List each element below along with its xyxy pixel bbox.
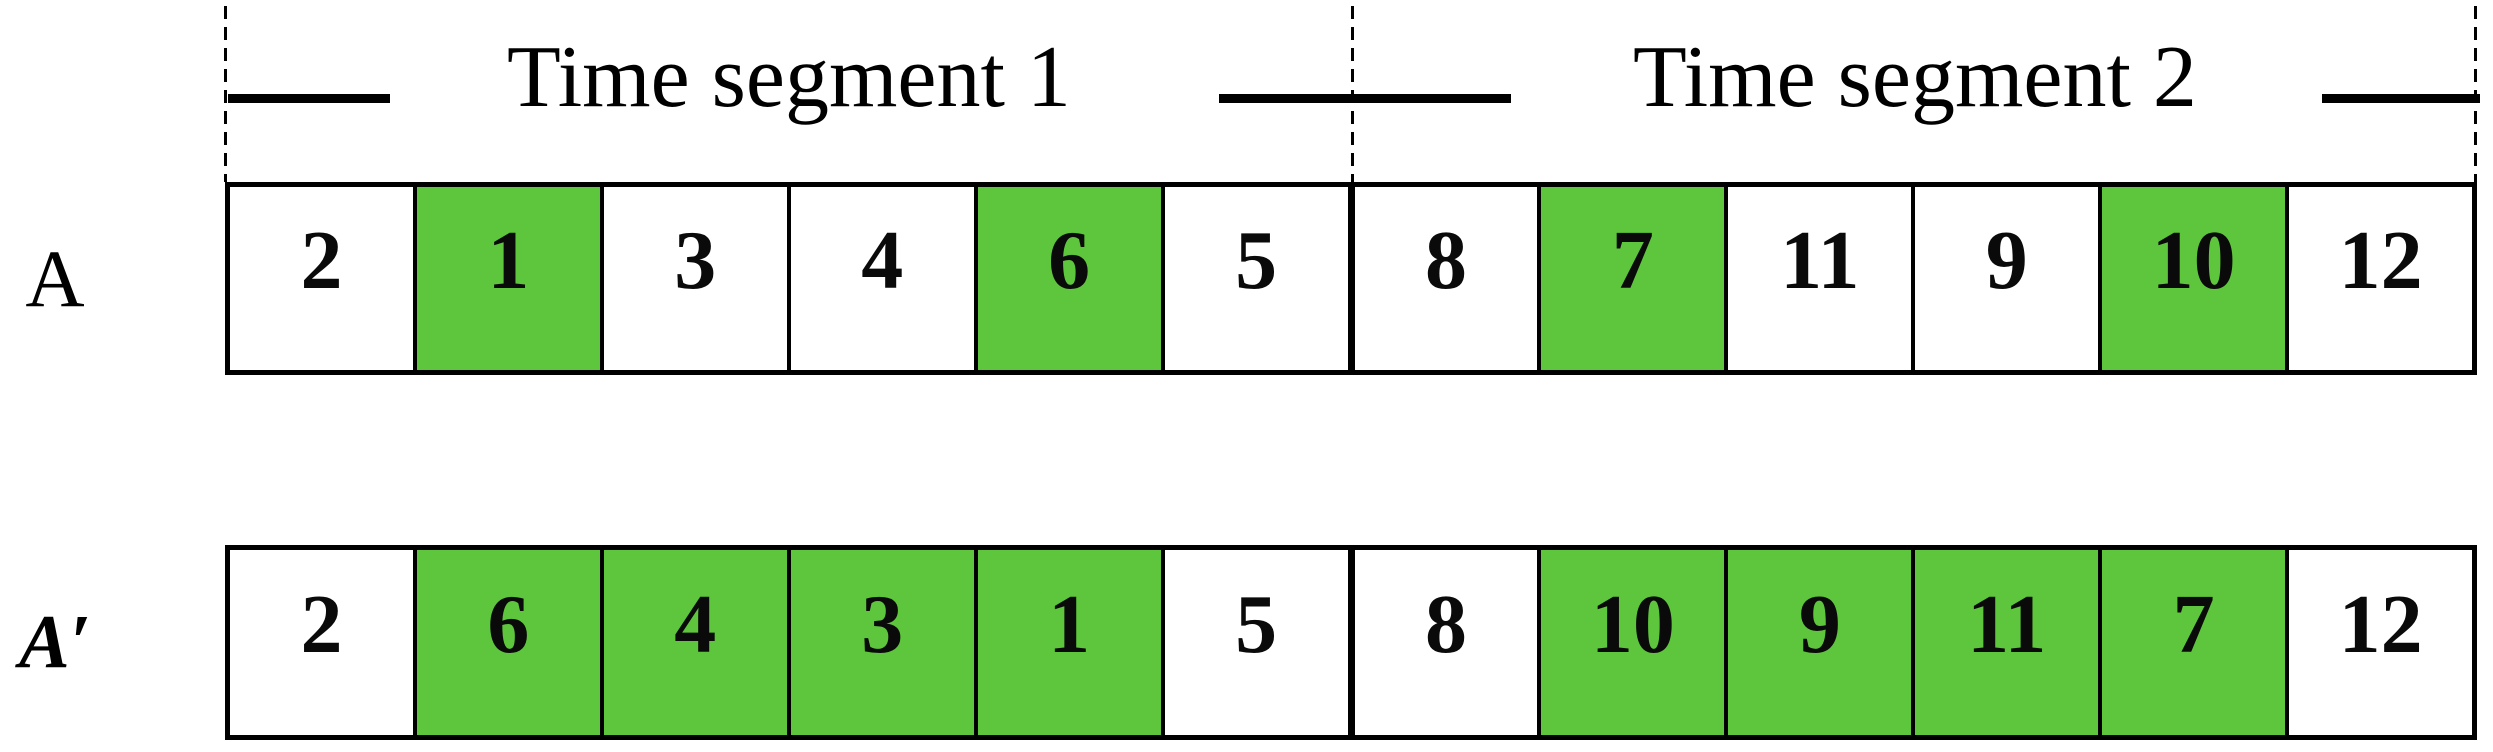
cell-value: 1 <box>487 214 530 307</box>
array-cell: 2 <box>230 187 417 370</box>
cell-value: 6 <box>1048 214 1091 307</box>
array-cell: 3 <box>603 187 791 370</box>
segment-1-label: Time segment 1 <box>507 29 1071 126</box>
array-cell: 4 <box>790 187 978 370</box>
array-cell: 6 <box>416 550 604 735</box>
array-row-A-prime: 2 6 4 3 1 5 8 10 9 11 7 12 <box>225 545 2477 740</box>
segment-2-label: Time segment 2 <box>1633 29 2197 126</box>
cell-value: 1 <box>1048 578 1091 671</box>
segment-bracket-line <box>228 94 390 103</box>
cell-value: 8 <box>1424 578 1467 671</box>
cell-value: 7 <box>2172 578 2215 671</box>
segment-bracket-line <box>2322 94 2480 103</box>
cell-value: 7 <box>1611 214 1654 307</box>
cell-value: 10 <box>2151 214 2236 307</box>
row-label-A-prime: A′ <box>18 600 92 684</box>
cell-value: 3 <box>861 578 904 671</box>
cell-value: 4 <box>674 578 717 671</box>
array-cell: 5 <box>1164 187 1355 370</box>
cell-value: 9 <box>1798 578 1841 671</box>
array-cell: 9 <box>1728 550 1916 735</box>
row-label-A: A <box>25 232 85 324</box>
cell-value: 11 <box>1780 214 1860 307</box>
cell-value: 5 <box>1235 214 1278 307</box>
cell-value: 5 <box>1235 578 1278 671</box>
cell-value: 9 <box>1985 214 2028 307</box>
array-cell: 12 <box>2289 187 2473 370</box>
cell-value: 10 <box>1590 578 1675 671</box>
array-row-A: 2 1 3 4 6 5 8 7 11 9 10 12 <box>225 182 2477 375</box>
array-cell: 3 <box>790 550 978 735</box>
cell-value: 4 <box>861 214 904 307</box>
array-cell: 7 <box>2102 550 2290 735</box>
cell-value: 12 <box>2338 578 2423 671</box>
array-cell: 4 <box>603 550 791 735</box>
cell-value: 6 <box>487 578 530 671</box>
array-cell: 12 <box>2289 550 2473 735</box>
array-cell: 9 <box>1915 187 2103 370</box>
array-cell: 7 <box>1541 187 1729 370</box>
array-cell: 8 <box>1354 550 1542 735</box>
array-cell: 10 <box>1541 550 1729 735</box>
cell-value: 2 <box>300 214 343 307</box>
array-cell: 6 <box>977 187 1165 370</box>
segment-bracket-line <box>1219 94 1511 103</box>
segment-boundary-dashed-line <box>224 6 227 182</box>
array-cell: 2 <box>230 550 417 735</box>
cell-value: 2 <box>300 578 343 671</box>
cell-value: 12 <box>2338 214 2423 307</box>
cell-value: 8 <box>1424 214 1467 307</box>
cell-value: 11 <box>1967 578 2047 671</box>
array-cell: 11 <box>1915 550 2103 735</box>
array-cell: 11 <box>1728 187 1916 370</box>
array-cell: 1 <box>416 187 604 370</box>
cell-value: 3 <box>674 214 717 307</box>
array-cell: 1 <box>977 550 1165 735</box>
array-cell: 10 <box>2102 187 2290 370</box>
array-cell: 8 <box>1354 187 1542 370</box>
array-cell: 5 <box>1164 550 1355 735</box>
